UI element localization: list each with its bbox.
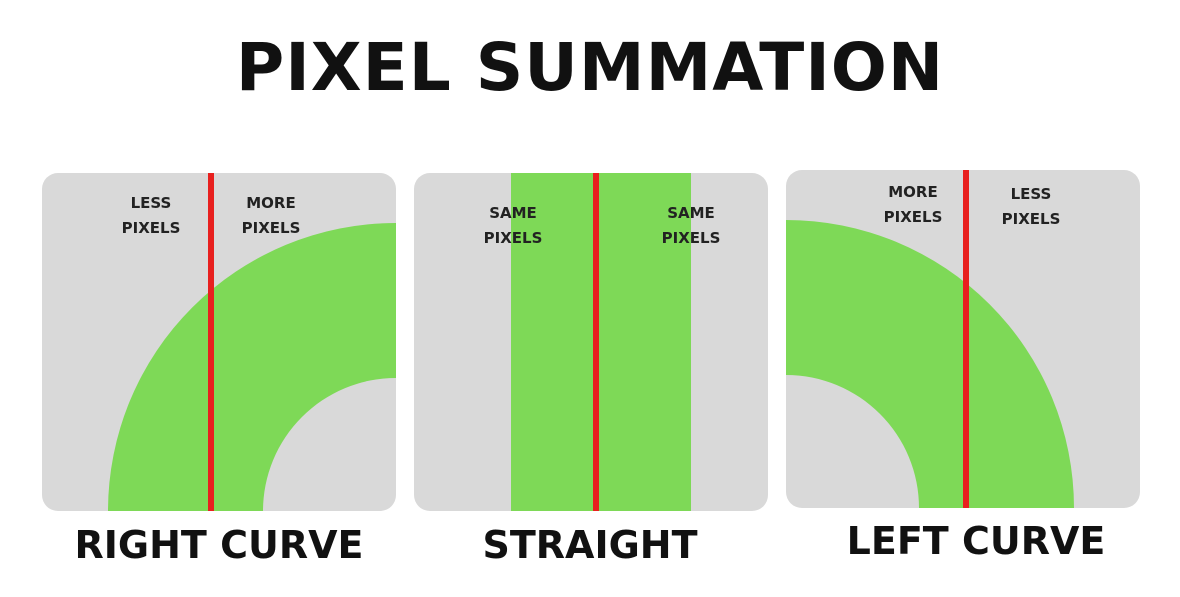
right-label-line-2: PIXELS xyxy=(241,219,301,237)
left-curve-track xyxy=(786,220,1074,508)
left-label-line-2: PIXELS xyxy=(121,219,181,237)
center-line xyxy=(208,173,214,511)
right-pixel-label: MORE PIXELS xyxy=(216,191,326,241)
right-curve-panel: LESS PIXELS MORE PIXELS xyxy=(42,173,396,511)
left-label-line-1: SAME xyxy=(489,204,537,222)
straight-caption: STRAIGHT xyxy=(482,523,698,567)
left-label-line-1: MORE xyxy=(888,183,938,201)
page-title: PIXEL SUMMATION xyxy=(235,29,945,106)
right-label-line-1: MORE xyxy=(246,194,296,212)
straight-track xyxy=(511,173,691,511)
right-pixel-label: SAME PIXELS xyxy=(636,201,746,251)
right-label-line-2: PIXELS xyxy=(1001,210,1061,228)
right-label-line-1: LESS xyxy=(1010,185,1052,203)
left-label-line-2: PIXELS xyxy=(883,208,943,226)
right-label-line-2: PIXELS xyxy=(661,229,721,247)
right-curve-track xyxy=(108,223,396,511)
straight-panel: SAME PIXELS SAME PIXELS xyxy=(414,173,768,511)
center-line xyxy=(963,170,969,508)
center-line xyxy=(593,173,599,511)
left-curve-caption: LEFT CURVE xyxy=(846,519,1106,563)
left-pixel-label: MORE PIXELS xyxy=(858,180,968,230)
left-label-line-2: PIXELS xyxy=(483,229,543,247)
right-curve-caption: RIGHT CURVE xyxy=(74,523,364,567)
left-label-line-1: LESS xyxy=(130,194,172,212)
left-pixel-label: LESS PIXELS xyxy=(96,191,206,241)
left-curve-diagram xyxy=(786,170,1074,508)
right-label-line-1: SAME xyxy=(667,204,715,222)
right-curve-diagram xyxy=(108,173,396,511)
straight-diagram xyxy=(511,173,691,511)
left-curve-panel: MORE PIXELS LESS PIXELS xyxy=(786,170,1140,508)
right-pixel-label: LESS PIXELS xyxy=(976,182,1086,232)
left-pixel-label: SAME PIXELS xyxy=(458,201,568,251)
